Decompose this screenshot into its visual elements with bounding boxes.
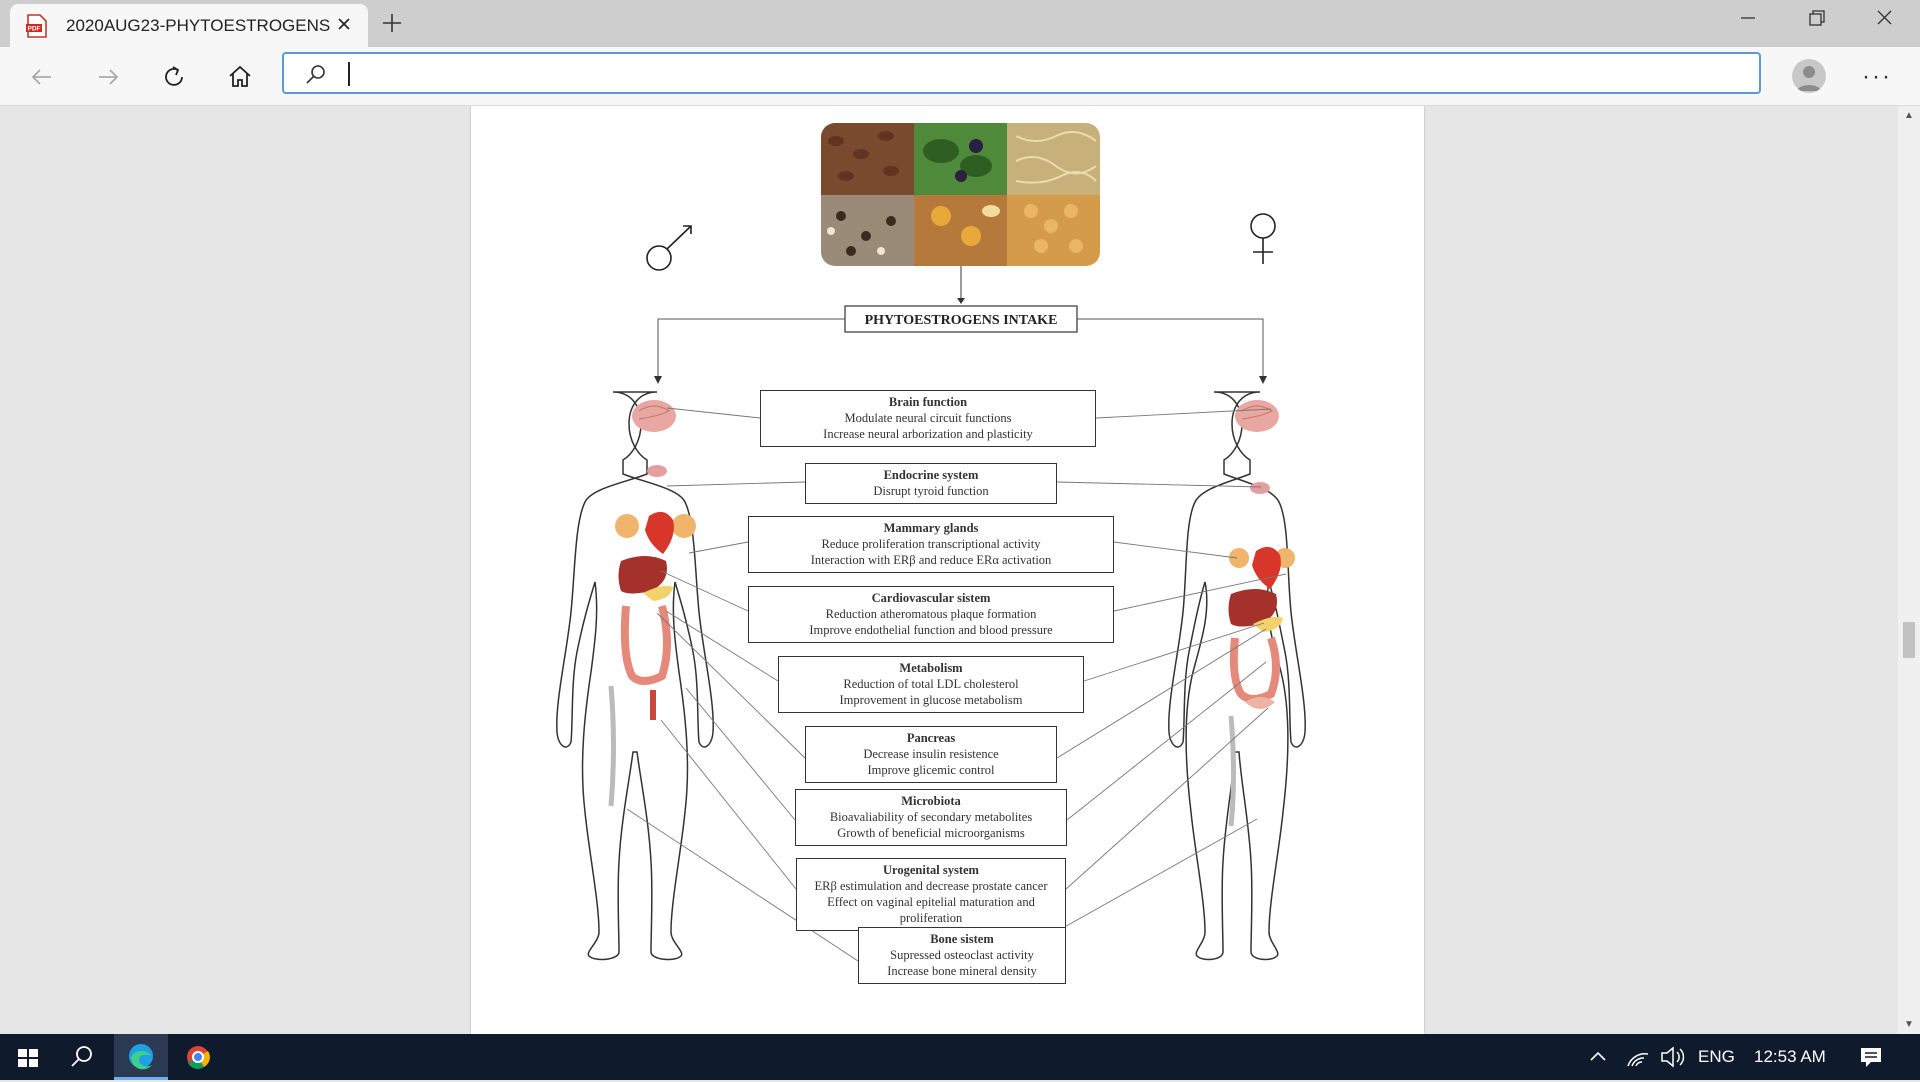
more-options-icon[interactable]: ··· (1862, 63, 1892, 90)
function-box-line: Improve endothelial function and blood p… (809, 623, 1053, 637)
scroll-up-icon[interactable]: ▲ (1904, 110, 1914, 121)
function-box-line: Interaction with ERβ and reduce ERα acti… (810, 553, 1052, 567)
function-box-line: Improve glicemic control (867, 763, 995, 777)
tab-bar: PDF 2020AUG23-PHYTOESTROGENS (0, 0, 1920, 47)
start-windows-icon[interactable] (8, 1034, 48, 1080)
function-box-line: Disrupt tyroid function (873, 484, 989, 498)
scroll-down-icon[interactable]: ▼ (1904, 1019, 1914, 1030)
clock[interactable]: 12:53 AM (1754, 1047, 1826, 1066)
wifi-icon[interactable] (1624, 1034, 1652, 1080)
notifications-icon[interactable] (1856, 1034, 1886, 1080)
connector-lines (626, 407, 1287, 962)
search-icon (306, 65, 325, 84)
edge-icon (129, 1044, 153, 1070)
search-taskbar-icon[interactable] (62, 1034, 102, 1080)
function-box-line: Effect on vaginal epitelial maturation a… (827, 895, 1035, 925)
intake-box (844, 305, 1078, 333)
edge-taskbar-button[interactable] (114, 1034, 168, 1080)
function-box-title: Urogenital system (883, 863, 979, 877)
toolbar: ··· (0, 47, 1920, 106)
chrome-icon[interactable] (178, 1034, 218, 1080)
tab-active[interactable]: PDF 2020AUG23-PHYTOESTROGENS (10, 4, 368, 47)
male-symbol-icon (646, 225, 692, 271)
language-indicator[interactable]: ENG (1698, 1047, 1735, 1066)
function-box-line: Reduction of total LDL cholesterol (843, 677, 1019, 691)
function-box-title: Mammary glands (883, 521, 979, 535)
function-box-title: Cardiovascular sistem (871, 591, 991, 605)
close-tab-icon[interactable] (334, 14, 354, 34)
female-organs (1228, 400, 1295, 827)
function-box-title: Bone sistem (930, 932, 994, 946)
function-box-line: Modulate neural circuit functions (844, 411, 1012, 425)
person-icon (1797, 66, 1821, 91)
female-symbol-icon (1250, 213, 1276, 264)
minimize-icon[interactable] (1728, 6, 1768, 34)
function-box-line: Reduction atheromatous plaque formation (825, 607, 1037, 621)
function-box-line: Increase neural arborization and plastic… (823, 427, 1033, 441)
pdf-page: PHYTOESTROGENS INTAKE (471, 106, 1424, 1034)
function-box-line: Growth of beneficial microorganisms (837, 826, 1025, 840)
svg-text:PDF: PDF (28, 26, 41, 33)
food-image (821, 123, 1100, 266)
tab-title: 2020AUG23-PHYTOESTROGENS (66, 16, 331, 35)
function-box-title: Pancreas (906, 731, 956, 745)
show-hidden-icons-icon[interactable] (1586, 1034, 1610, 1080)
text-caret (348, 62, 350, 86)
scroll-thumb[interactable] (1903, 622, 1915, 658)
taskbar: ENG 12:53 AM (0, 1034, 1920, 1080)
function-box-line: Improvement in glucose metabolism (839, 693, 1023, 707)
function-box-line: Decrease insulin resistence (863, 747, 999, 761)
address-bar[interactable] (282, 52, 1761, 94)
function-box-line: Supressed osteoclast activity (890, 948, 1034, 962)
intake-title: PHYTOESTROGENS INTAKE (865, 313, 1058, 328)
profile-avatar[interactable] (1792, 59, 1826, 93)
restore-icon[interactable] (1796, 6, 1836, 34)
function-box-title: Endocrine system (883, 468, 979, 482)
refresh-icon[interactable] (156, 59, 192, 95)
close-window-icon[interactable] (1864, 6, 1904, 34)
function-box-line: Reduce proliferation transcriptional act… (821, 537, 1041, 551)
vertical-scrollbar[interactable]: ▲ ▼ (1898, 106, 1920, 1034)
pdf-viewer: PHYTOESTROGENS INTAKE (0, 106, 1920, 1034)
function-box-line: Bioavaliability of secondary metabolites (829, 810, 1033, 824)
back-icon[interactable] (24, 59, 60, 95)
volume-icon[interactable] (1658, 1034, 1686, 1080)
male-body-figure (556, 391, 714, 961)
function-box-title: Microbiota (901, 794, 961, 808)
function-box-line: Increase bone mineral density (887, 964, 1037, 978)
home-icon[interactable] (222, 59, 258, 95)
female-body-figure (1168, 391, 1306, 961)
function-box-title: Metabolism (899, 661, 963, 675)
new-tab-icon[interactable] (380, 11, 404, 35)
phytoestrogens-diagram: PHYTOESTROGENS INTAKE (556, 123, 1306, 962)
function-box-title: Brain function (888, 395, 968, 409)
male-organs (608, 400, 696, 807)
forward-icon[interactable] (90, 59, 126, 95)
function-box-line: ERβ estimulation and decrease prostate c… (814, 879, 1048, 893)
pdf-icon: PDF (26, 14, 47, 38)
